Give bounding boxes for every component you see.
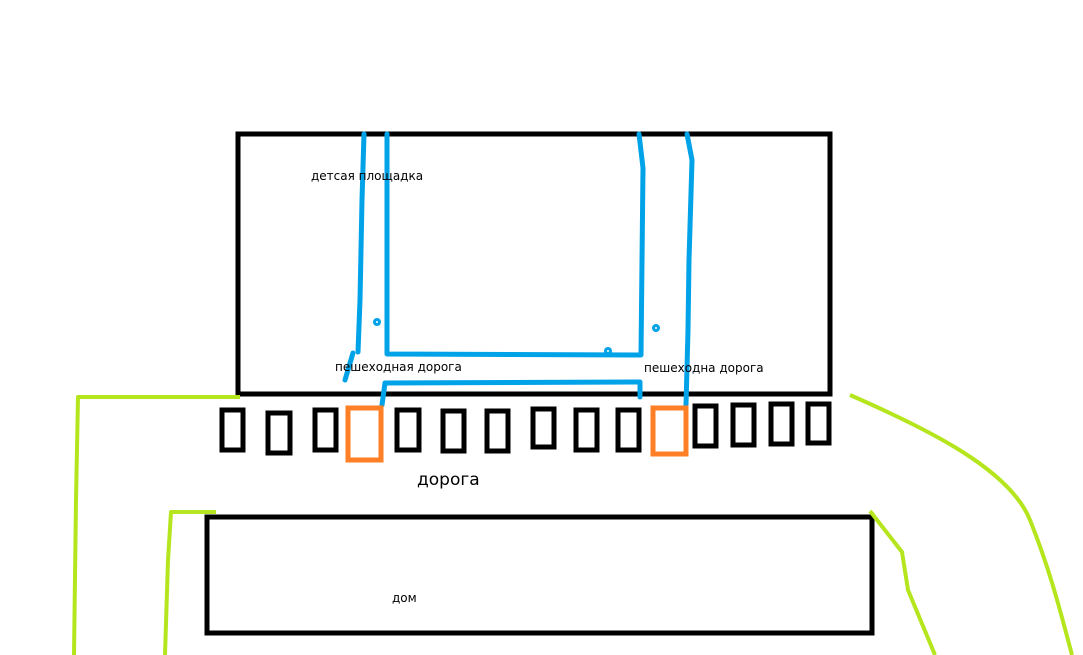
- footpath-left-label: пешеходная дорога: [335, 360, 462, 374]
- crosswalk-marker: [345, 405, 384, 463]
- footpath-right-outer: [683, 131, 695, 408]
- road-marking: [615, 407, 642, 453]
- road-marking: [484, 408, 511, 454]
- footpath-left-stub: [342, 350, 356, 383]
- house-block: [204, 514, 875, 636]
- green-border-left: [72, 395, 240, 655]
- green-border-right: [849, 393, 1074, 655]
- road-marking: [219, 407, 246, 453]
- footpath-left-outer: [355, 131, 367, 355]
- footpath-inner-loop: [384, 131, 646, 358]
- road-marking: [692, 403, 719, 449]
- road-marking: [805, 401, 832, 446]
- footpath-dot: [373, 318, 381, 326]
- road-marking: [394, 407, 422, 453]
- road-marking: [768, 401, 795, 447]
- footpath-right-label: пешеходна дорога: [644, 361, 764, 375]
- green-border-right-inner: [868, 509, 937, 655]
- road-marking: [530, 406, 557, 450]
- road-label: дорога: [417, 470, 480, 490]
- road-marking: [440, 408, 467, 454]
- green-border-inner-left: [163, 510, 216, 655]
- road-marking: [730, 402, 757, 448]
- road-marking: [312, 407, 339, 453]
- footpath-lower: [379, 379, 643, 408]
- footpath-dot: [604, 347, 612, 355]
- house-label: дом: [392, 591, 417, 605]
- playground-area: [235, 131, 833, 397]
- road-marking: [265, 410, 293, 456]
- playground-label: детсая площадка: [311, 169, 423, 183]
- crosswalk-marker: [650, 405, 689, 457]
- road-marking: [573, 407, 600, 453]
- footpath-dot: [652, 324, 660, 332]
